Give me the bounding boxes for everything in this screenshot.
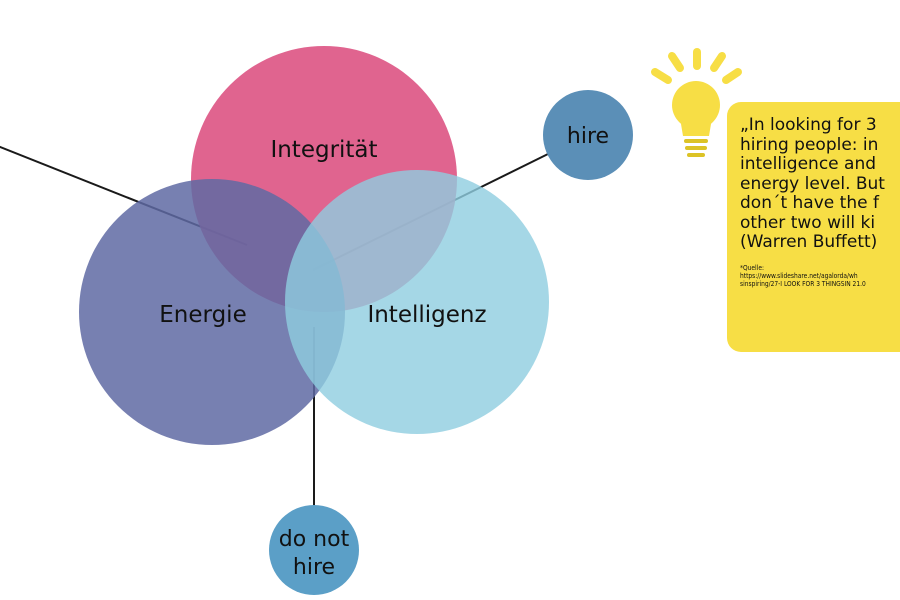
do-not-hire-label-line2: hire [293,555,335,580]
quote-box: „In looking for 3 hiring people: in inte… [727,102,900,352]
hire-bubble [543,90,633,180]
quote-text: „In looking for 3 hiring people: in inte… [740,115,885,252]
do-not-hire-bubble [269,505,359,595]
do-not-hire-label-line1: do not [279,527,350,552]
circle-intelligenz [285,170,549,434]
label-integritaet: Integrität [270,137,377,163]
label-intelligenz: Intelligenz [367,302,486,328]
lightbulb-icon [651,48,742,157]
circle-energie [79,179,345,445]
quote-source: *Quelle: https://www.slideshare.net/agal… [740,263,866,289]
hire-label: hire [567,124,609,149]
label-energie: Energie [159,302,246,328]
